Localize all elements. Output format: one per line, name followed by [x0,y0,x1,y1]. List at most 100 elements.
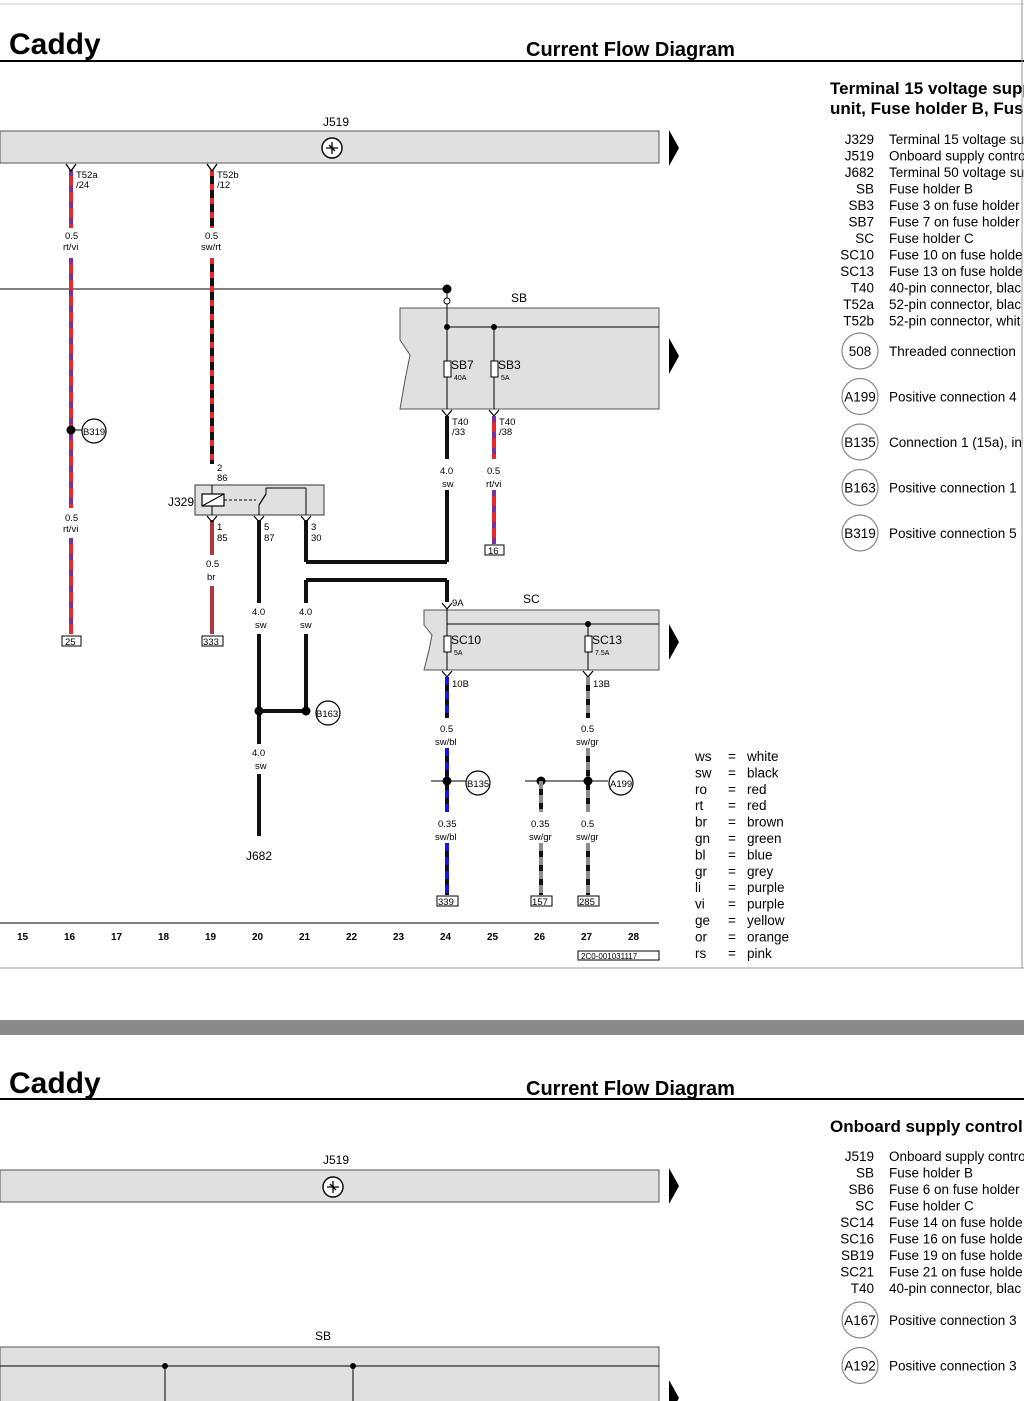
legend-code: J519 [845,1149,874,1164]
wire-size: 0.5 [581,724,594,735]
equals-sign: = [728,815,736,830]
wire-size: 4.0 [252,748,265,759]
legend-circle-code: A167 [844,1313,876,1328]
fuse-sc13: SC13 [592,633,622,647]
legend-circle-code: A199 [844,390,876,405]
legend-description: Threaded connection [889,344,1016,359]
color-name: brown [747,815,784,830]
legend-code: T52a [843,297,874,312]
fuse-sc13-icon [584,635,593,653]
legend-code: T40 [851,281,874,296]
legend-circle-code: B163 [844,481,876,496]
legend-description: Positive connection 3 [889,1313,1017,1328]
legend-description: Fuse 3 on fuse holder [889,198,1020,213]
legend-circle-code: B135 [844,435,876,450]
wire-color: rt/vi [63,524,78,535]
legend-description: Fuse holder B [889,1166,973,1181]
wire-color-key: ws=whitesw=blackro=redrt=redbr=browngn=g… [694,749,789,961]
column-number: 20 [252,932,264,943]
section-title-line1: Onboard supply control u [830,1117,1024,1136]
legend-description: 40-pin connector, blac [889,281,1021,296]
color-code: ge [695,913,710,928]
legend-code: SC21 [840,1265,874,1280]
fuse-rating: 7.5A [595,650,610,657]
equals-sign: = [728,946,736,961]
connection-circle-icon [841,332,879,370]
connector-pin: 9A [452,598,464,609]
legend-code: SC [855,1199,874,1214]
section-title-line1: Terminal 15 voltage supp [830,79,1024,98]
legend-code: SB7 [848,215,874,230]
component-j682: J682 [246,849,272,863]
legend-code: SC10 [840,248,874,263]
wire-color: rt/vi [63,242,78,253]
page-title: Caddy [9,1067,101,1100]
color-name: yellow [747,913,785,928]
page-title: Caddy [9,28,101,61]
connection-circle-icon [841,377,879,416]
connection-a199: A199 [610,779,632,790]
color-name: pink [747,946,772,961]
equals-sign: = [728,897,736,912]
relay-pin: 2 [217,463,222,474]
fuse-holder-sb [0,1346,660,1401]
legend-circle-code: B319 [844,526,876,541]
legend-description: Onboard supply contro [889,1149,1024,1164]
wire-color: br [207,572,215,583]
equals-sign: = [728,782,736,797]
connector-t52b: T52b [217,170,239,181]
column-numbers: 15 16 17 18 19 20 21 22 23 24 25 26 27 2… [17,932,640,943]
fuse-holder-sb-label: SB [315,1329,331,1343]
wire-color: sw/bl [435,832,457,843]
legend-description: Fuse 19 on fuse holde [889,1248,1023,1263]
relay-pin: 85 [217,533,228,544]
wire-color: sw [442,479,454,490]
legend-description: Fuse holder C [889,1199,974,1214]
connection-circle-icon [841,423,879,461]
legend-code: SB19 [841,1248,874,1263]
ref-box: 339 [438,897,454,908]
relay-pin: 30 [311,533,322,544]
connector-t52b-pin: /12 [217,180,230,191]
connector-pin: 13B [593,679,610,690]
equals-sign: = [728,847,736,862]
color-code: bl [695,847,706,862]
relay-pin: 1 [217,522,222,533]
legend-description: Onboard supply contro [889,149,1024,164]
legend-description: Positive connection 1 [889,481,1017,496]
bus-label-j519: J519 [323,1153,349,1167]
color-code: br [695,815,708,830]
relay-pin: 86 [217,473,228,484]
section-title-line2: unit, Fuse holder B, Fuse [830,99,1024,118]
page-1: Caddy Current Flow Diagram Terminal 15 v… [0,0,1024,969]
fuse-holder-sb [399,307,660,410]
connector-t40: T40 [499,417,515,428]
column-number: 19 [205,932,217,943]
legend-code: SB6 [848,1182,874,1197]
equals-sign: = [728,929,736,944]
wire-size: 4.0 [252,607,265,618]
legend-code: J329 [845,132,874,147]
color-code: gn [695,831,710,846]
ref-box: 157 [532,897,548,908]
legend-description: Fuse 21 on fuse holde [889,1265,1023,1280]
fuse-rating: 5A [501,375,510,382]
legend-code: SB3 [848,198,874,213]
color-code: rs [695,946,706,961]
connection-circle-icon [841,514,879,552]
legend-description: Connection 1 (15a), in [889,435,1022,450]
connector-pin: /33 [452,427,465,438]
legend-code: T40 [851,1281,874,1296]
relay-j329 [194,484,325,516]
color-name: orange [747,929,789,944]
fuse-sb7-icon [443,360,452,378]
connection-circle-icon [841,1346,879,1385]
legend-description: Fuse 14 on fuse holde [889,1215,1023,1230]
column-number: 26 [534,932,546,943]
column-number: 22 [346,932,358,943]
legend-code: SB [856,1166,874,1181]
relay-pin: 5 [264,522,269,533]
fuse-rating: 40A [454,375,467,382]
color-name: green [747,831,782,846]
